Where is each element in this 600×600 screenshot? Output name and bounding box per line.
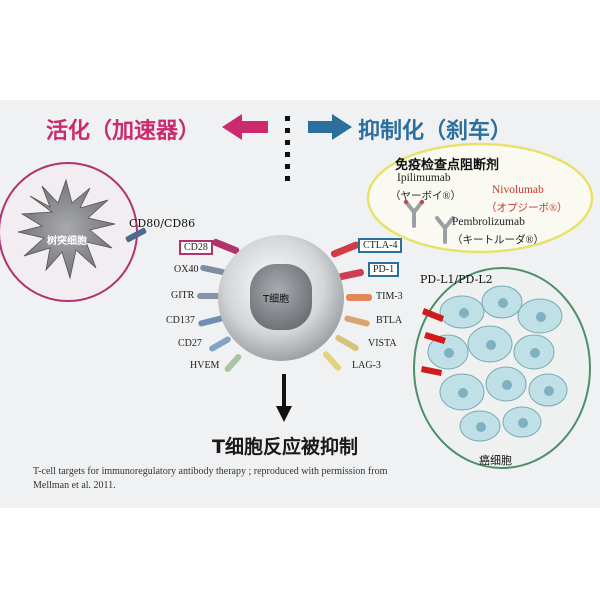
dendritic-cell-label: 树突细胞 [47,236,87,247]
receptor-tim-3: TIM-3 [376,291,403,302]
receptor-gitr: GITR [171,290,195,301]
receptor-btla: BTLA [376,315,403,326]
cancer-cell-label: 癌细胞 [479,454,512,467]
receptor-ctla-4: CTLA-4 [358,238,403,253]
receptor-hvem: HVEM [190,360,220,371]
ipilimumab-jp-label: （ヤーボイ®） [390,191,461,202]
left-title: 活化（加速器） [46,118,201,144]
dendritic-cell-shape [17,178,116,280]
ipilimumab-label: Ipilimumab [397,172,451,184]
receptor-pd-1: PD-1 [368,262,400,277]
antibody-tip-icon [403,199,425,205]
dotted-divider [285,116,290,181]
antibody-icon [404,200,455,244]
right-title: 抑制化（刹车） [358,118,513,144]
checkpoint-ellipse [366,142,594,254]
caption-line-2: Mellman et al. 2011. [33,480,116,491]
pd-l1-red-arrows [421,308,446,376]
receptor-cd137: CD137 [166,315,195,326]
receptor-cd28: CD28 [179,240,213,255]
pembrolizumab-jp-label: （キートルーダ®） [452,235,544,246]
cd80-cd86-label: CD80/CD86 [129,217,196,230]
caption-line-1: T-cell targets for immunoregulatory anti… [33,466,388,477]
nivolumab-jp-label: （オプジーボ®） [486,203,568,214]
checkpoint-title: 免疫检查点阻断剂 [395,158,500,173]
t-cell-nucleus [250,264,312,330]
magenta-arrow-icon [222,114,268,140]
receptor-vista: VISTA [368,338,397,349]
pembrolizumab-label: Pembrolizumab [452,216,525,228]
receptor-cd27: CD27 [178,338,202,349]
t-cell-label: T细胞 [263,294,290,305]
receptor-lag-3: LAG-3 [352,360,381,371]
left-receptor-stalks [197,238,242,372]
down-arrow-icon [276,374,292,422]
nivolumab-label: Nivolumab [492,184,544,196]
cancer-cell-nuclei [444,298,554,432]
pd-l1-pd-l2-label: PD-L1/PD-L2 [420,273,493,286]
result-text: T细胞反应被抑制 [212,436,358,458]
blue-arrow-icon [308,114,352,140]
right-receptor-stalks [322,241,372,371]
receptor-ox40: OX40 [174,264,199,275]
cd80-ligand-icon [125,227,147,243]
